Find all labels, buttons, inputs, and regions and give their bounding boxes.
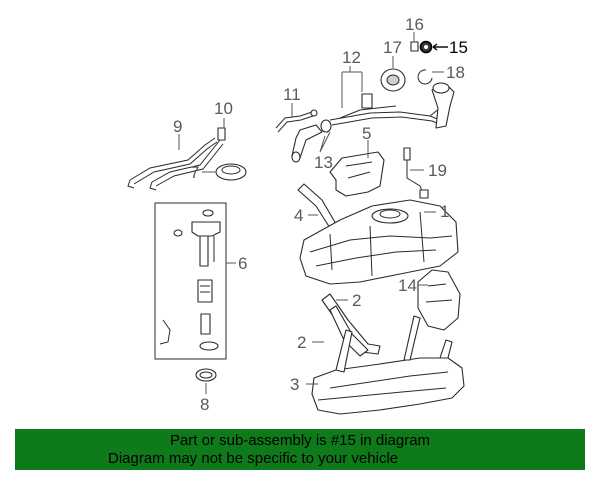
- callout-10: 10: [214, 99, 233, 118]
- callout-13: 13: [314, 153, 333, 172]
- part-1-fuel-tank: [299, 199, 459, 285]
- fuel-system-diagram: 1 2 2 3 4 5 6 7 8 9 10 11 12 13 14 15 16…: [127, 15, 468, 415]
- callout-2-lower: 2: [297, 333, 306, 352]
- part-8-gasket: [195, 368, 217, 382]
- part-16-bolt: [410, 41, 419, 52]
- callout-1: 1: [440, 202, 449, 221]
- callout-12: 12: [342, 48, 361, 67]
- callout-5: 5: [362, 124, 371, 143]
- part-19-sender: [403, 147, 429, 199]
- part-12-filler-pipe-lines: [329, 93, 447, 126]
- part-17-cap-housing: [380, 68, 406, 92]
- filler-neck: [431, 82, 455, 129]
- callout-4: 4: [294, 206, 303, 225]
- notice-part-line: Part or sub-assembly is #15 in diagram: [169, 432, 431, 449]
- callout-16: 16: [405, 15, 424, 34]
- part-18-clamp: [417, 69, 433, 85]
- callout-7: 7: [190, 163, 199, 182]
- part-7-lock-ring: [215, 163, 247, 181]
- part-11-vent-tube: [275, 109, 318, 133]
- callout-8: 8: [200, 395, 209, 414]
- callout-3: 3: [290, 375, 299, 394]
- callout-14: 14: [398, 276, 417, 295]
- part-15-grommet: [419, 40, 433, 54]
- callout-9: 9: [173, 117, 182, 136]
- callout-15-highlighted: 15: [449, 38, 468, 57]
- notice-banner: Part or sub-assembly is #15 in diagram D…: [15, 429, 585, 470]
- callout-6: 6: [238, 254, 247, 273]
- part-14-protector: [417, 269, 461, 331]
- callout-2-upper: 2: [352, 291, 361, 310]
- part-10-clip: [217, 127, 226, 141]
- part-6-fuel-pump-module: [154, 202, 227, 360]
- part-5-heat-shield: [329, 151, 385, 197]
- part-4-tank-strap: [297, 183, 337, 229]
- callout-17: 17: [383, 38, 402, 57]
- callout-19: 19: [428, 161, 447, 180]
- notice-disclaimer-line: Diagram may not be specific to your vehi…: [108, 450, 399, 467]
- part-9-fuel-lines: [127, 137, 224, 191]
- part-3-skid-plate: [311, 315, 465, 415]
- part-13-filler-hose: [291, 119, 332, 163]
- callout-18: 18: [446, 63, 465, 82]
- callout-11: 11: [283, 85, 301, 104]
